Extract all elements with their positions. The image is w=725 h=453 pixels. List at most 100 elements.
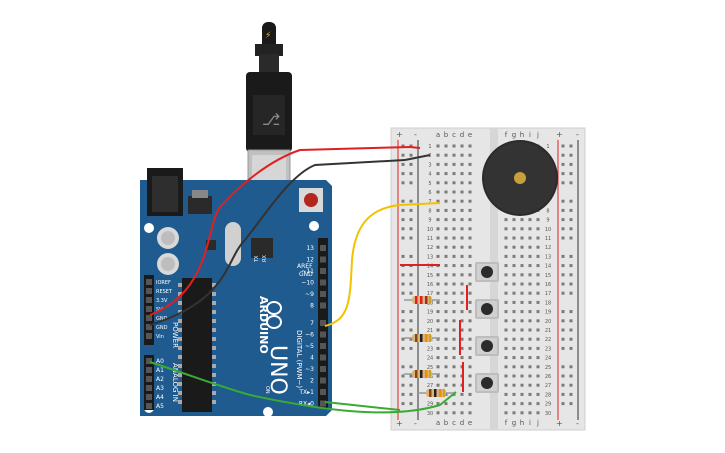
breadboard-hole[interactable] <box>468 236 472 240</box>
breadboard-hole[interactable] <box>512 245 516 249</box>
breadboard-hole[interactable] <box>520 300 524 304</box>
breadboard-hole[interactable] <box>452 291 456 295</box>
breadboard-hole[interactable] <box>460 273 464 277</box>
digital-pin-hole[interactable] <box>320 389 326 395</box>
rail-hole[interactable] <box>561 310 565 314</box>
breadboard-hole[interactable] <box>436 310 440 314</box>
breadboard-hole[interactable] <box>452 218 456 222</box>
breadboard-hole[interactable] <box>528 245 532 249</box>
breadboard-hole[interactable] <box>504 300 508 304</box>
breadboard-hole[interactable] <box>452 402 456 406</box>
breadboard-hole[interactable] <box>460 190 464 194</box>
rail-hole[interactable] <box>409 227 413 231</box>
breadboard-hole[interactable] <box>452 282 456 286</box>
pushbutton[interactable] <box>475 262 499 282</box>
breadboard-hole[interactable] <box>436 374 440 378</box>
breadboard-hole[interactable] <box>504 245 508 249</box>
rail-hole[interactable] <box>409 273 413 277</box>
rail-hole[interactable] <box>569 273 573 277</box>
rail-hole[interactable] <box>569 227 573 231</box>
breadboard-hole[interactable] <box>436 208 440 212</box>
breadboard-hole[interactable] <box>452 411 456 415</box>
breadboard-hole[interactable] <box>444 190 448 194</box>
rail-hole[interactable] <box>409 337 413 341</box>
breadboard-hole[interactable] <box>468 273 472 277</box>
rail-hole[interactable] <box>409 162 413 166</box>
breadboard-hole[interactable] <box>504 291 508 295</box>
breadboard-hole[interactable] <box>504 356 508 360</box>
breadboard-hole[interactable] <box>452 346 456 350</box>
breadboard-hole[interactable] <box>460 172 464 176</box>
breadboard-hole[interactable] <box>468 383 472 387</box>
rail-hole[interactable] <box>401 181 405 185</box>
rail-hole[interactable] <box>401 282 405 286</box>
breadboard-hole[interactable] <box>512 310 516 314</box>
breadboard-hole[interactable] <box>468 264 472 268</box>
rail-hole[interactable] <box>401 374 405 378</box>
rail-hole[interactable] <box>401 346 405 350</box>
rail-hole[interactable] <box>409 346 413 350</box>
breadboard-hole[interactable] <box>520 319 524 323</box>
breadboard-hole[interactable] <box>504 365 508 369</box>
breadboard-hole[interactable] <box>528 374 532 378</box>
breadboard-hole[interactable] <box>468 254 472 258</box>
breadboard-hole[interactable] <box>460 291 464 295</box>
analog-pin-hole[interactable] <box>146 394 152 400</box>
breadboard-hole[interactable] <box>452 172 456 176</box>
wire-gnd-black[interactable] <box>149 159 406 326</box>
breadboard-hole[interactable] <box>436 273 440 277</box>
breadboard-hole[interactable] <box>520 236 524 240</box>
breadboard-hole[interactable] <box>444 218 448 222</box>
breadboard-hole[interactable] <box>504 337 508 341</box>
breadboard-hole[interactable] <box>444 291 448 295</box>
breadboard-hole[interactable] <box>452 236 456 240</box>
breadboard-hole[interactable] <box>512 218 516 222</box>
breadboard-hole[interactable] <box>468 310 472 314</box>
breadboard-hole[interactable] <box>520 291 524 295</box>
wire-pin8-yellow[interactable] <box>324 202 441 327</box>
rail-hole[interactable] <box>409 153 413 157</box>
breadboard-hole[interactable] <box>536 346 540 350</box>
breadboard-hole[interactable] <box>452 310 456 314</box>
breadboard-hole[interactable] <box>468 181 472 185</box>
breadboard-hole[interactable] <box>444 328 448 332</box>
breadboard-hole[interactable] <box>536 392 540 396</box>
breadboard-hole[interactable] <box>528 411 532 415</box>
breadboard-hole[interactable] <box>512 392 516 396</box>
breadboard-hole[interactable] <box>468 153 472 157</box>
breadboard-hole[interactable] <box>536 402 540 406</box>
breadboard-hole[interactable] <box>436 411 440 415</box>
rail-hole[interactable] <box>561 218 565 222</box>
breadboard-hole[interactable] <box>468 227 472 231</box>
breadboard-hole[interactable] <box>468 218 472 222</box>
breadboard-hole[interactable] <box>520 245 524 249</box>
rail-hole[interactable] <box>409 291 413 295</box>
breadboard-hole[interactable] <box>468 199 472 203</box>
breadboard-hole[interactable] <box>436 365 440 369</box>
breadboard-hole[interactable] <box>528 383 532 387</box>
rail-hole[interactable] <box>569 328 573 332</box>
breadboard-hole[interactable] <box>460 208 464 212</box>
rail-hole[interactable] <box>401 144 405 148</box>
breadboard-hole[interactable] <box>436 300 440 304</box>
breadboard-hole[interactable] <box>452 190 456 194</box>
breadboard-hole[interactable] <box>444 245 448 249</box>
breadboard-hole[interactable] <box>504 319 508 323</box>
breadboard-hole[interactable] <box>536 374 540 378</box>
breadboard-hole[interactable] <box>452 300 456 304</box>
breadboard-hole[interactable] <box>436 356 440 360</box>
rail-hole[interactable] <box>569 346 573 350</box>
breadboard-hole[interactable] <box>452 374 456 378</box>
analog-pin-hole[interactable] <box>146 403 152 409</box>
digital-pin-hole[interactable] <box>320 366 326 372</box>
breadboard-hole[interactable] <box>528 402 532 406</box>
breadboard-hole[interactable] <box>512 319 516 323</box>
breadboard-hole[interactable] <box>504 328 508 332</box>
breadboard-hole[interactable] <box>436 218 440 222</box>
rail-hole[interactable] <box>569 264 573 268</box>
rail-hole[interactable] <box>561 346 565 350</box>
breadboard-hole[interactable] <box>504 374 508 378</box>
rail-hole[interactable] <box>569 153 573 157</box>
breadboard-hole[interactable] <box>536 245 540 249</box>
breadboard-hole[interactable] <box>512 291 516 295</box>
